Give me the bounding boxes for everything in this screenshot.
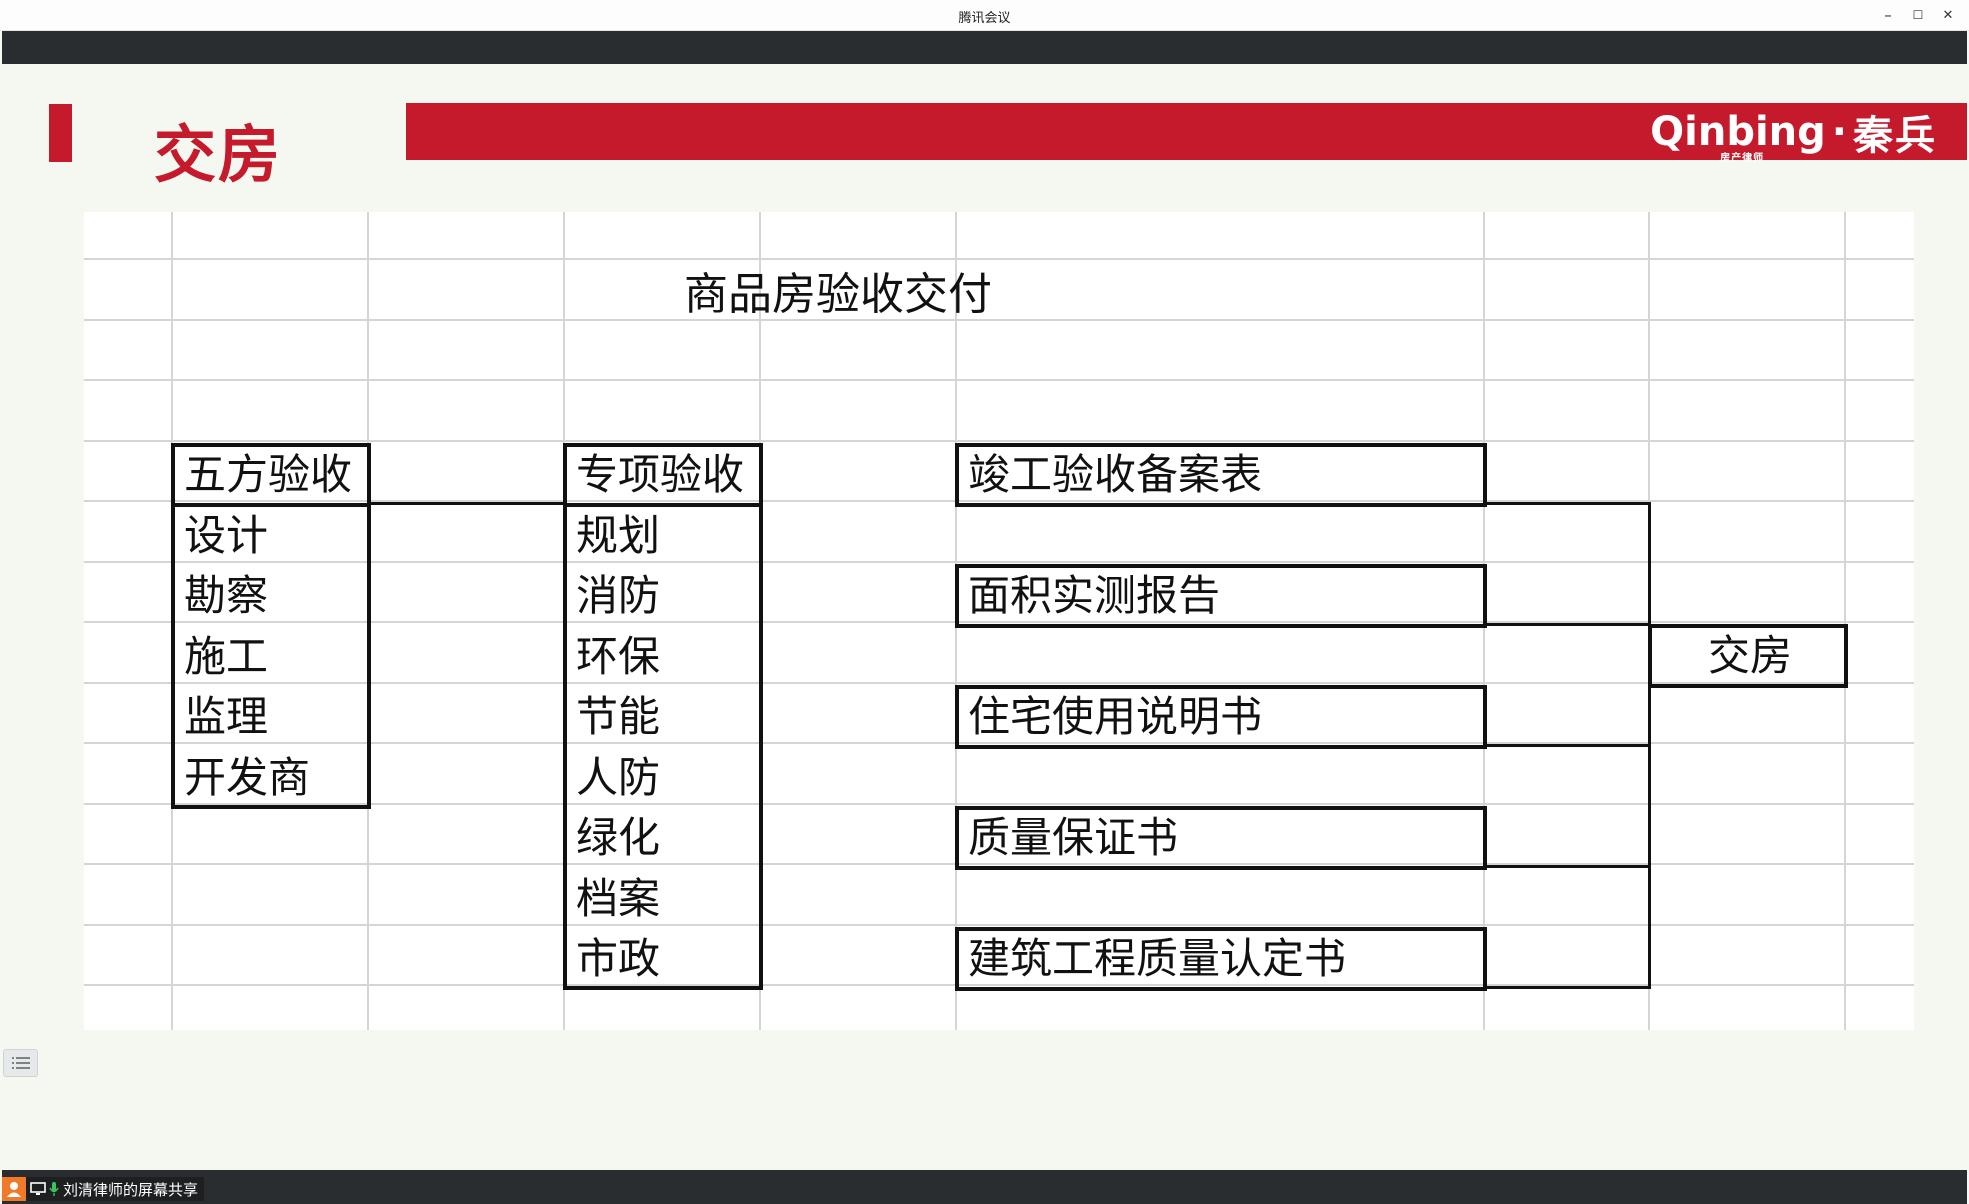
grid-row-line <box>84 319 1914 321</box>
grid-row-line <box>84 924 1914 926</box>
grid-row-line <box>84 682 1914 684</box>
grid-row-line <box>84 863 1914 865</box>
five-party-item: 开发商 <box>184 753 311 802</box>
connector-line <box>1487 744 1651 747</box>
doc-box <box>955 564 1487 628</box>
handover-label: 交房 <box>1708 631 1793 680</box>
list-icon <box>11 1057 30 1069</box>
minimize-button[interactable]: – <box>1884 6 1892 24</box>
grid-row-line <box>84 500 1914 502</box>
brand-tagline: 房产律师 <box>1720 153 1765 164</box>
special-list-box <box>563 503 763 990</box>
connector-line <box>1487 623 1651 626</box>
special-item: 绿化 <box>576 813 661 862</box>
doc-label: 竣工验收备案表 <box>968 450 1263 499</box>
doc-box <box>955 927 1487 991</box>
doc-label: 面积实测报告 <box>968 571 1221 620</box>
five-party-list-box <box>171 503 371 809</box>
doc-box <box>955 806 1487 870</box>
grid-row-line <box>84 621 1914 623</box>
member-list-toggle[interactable] <box>3 1049 38 1077</box>
close-button[interactable]: ✕ <box>1942 7 1954 23</box>
special-item: 市政 <box>576 934 661 983</box>
five-party-header: 五方验收 <box>184 450 353 499</box>
title-accent-bar <box>49 104 72 162</box>
sheet-title: 商品房验收交付 <box>684 269 992 320</box>
microphone-icon <box>49 1182 59 1196</box>
brand-chinese: 秦兵 <box>1853 112 1937 159</box>
special-item: 人防 <box>576 753 661 802</box>
handover-box <box>1648 624 1848 688</box>
special-item: 档案 <box>576 874 661 923</box>
special-item: 节能 <box>576 692 661 741</box>
brand-logo: Qinbing · 秦兵 房产律师 <box>1650 105 1937 165</box>
maximize-button[interactable]: ☐ <box>1912 8 1924 22</box>
meeting-toolbar-strip <box>2 31 1967 64</box>
brand-latin: Qinbing <box>1650 108 1826 155</box>
connector-line <box>1487 502 1651 505</box>
grid-row-line <box>84 561 1914 563</box>
special-header: 专项验收 <box>576 450 745 499</box>
shared-screen: 交房 Qinbing · 秦兵 房产律师 <box>2 64 1967 1170</box>
window-controls: – ☐ ✕ <box>1873 4 1963 26</box>
grid-row-line <box>84 440 1914 442</box>
grid-row-line <box>84 258 1914 260</box>
connector-spine <box>1648 502 1651 989</box>
brand-separator: · <box>1831 108 1847 155</box>
connector-line <box>1487 865 1651 868</box>
window-titlebar: 腾讯会议 – ☐ ✕ <box>0 0 1969 31</box>
screen-share-status[interactable]: 刘清律师的屏幕共享 <box>2 1177 205 1201</box>
connector-line <box>1487 986 1651 989</box>
five-party-item: 设计 <box>184 511 269 560</box>
five-party-item: 勘察 <box>184 571 269 620</box>
doc-label: 住宅使用说明书 <box>968 692 1263 741</box>
grid-row-line <box>84 379 1914 381</box>
grid-row-line <box>84 742 1914 744</box>
doc-box <box>955 685 1487 749</box>
meeting-bottombar: 刘清律师的屏幕共享 <box>2 1170 1967 1204</box>
screen-share-label: 刘清律师的屏幕共享 <box>63 1180 199 1199</box>
window-title: 腾讯会议 <box>958 11 1011 26</box>
header-band: Qinbing · 秦兵 房产律师 <box>406 103 1967 165</box>
doc-label: 建筑工程质量认定书 <box>968 934 1347 983</box>
doc-label: 质量保证书 <box>968 813 1179 862</box>
doc-box <box>955 443 1487 507</box>
slide-title: 交房 <box>154 118 283 191</box>
grid-row-line <box>84 984 1914 986</box>
connector-line <box>371 502 567 505</box>
five-party-item: 施工 <box>184 632 269 681</box>
spreadsheet: 商品房验收交付 五方验收 设计 勘察 施工 监理 开发商 专项验收 规划 消防 … <box>84 212 1914 1030</box>
five-party-item: 监理 <box>184 692 269 741</box>
special-item: 环保 <box>576 632 661 681</box>
screen-share-icon <box>30 1182 46 1195</box>
user-icon <box>2 1177 26 1201</box>
special-item: 规划 <box>576 511 661 560</box>
grid-row-line <box>84 803 1914 805</box>
special-item: 消防 <box>576 571 661 620</box>
